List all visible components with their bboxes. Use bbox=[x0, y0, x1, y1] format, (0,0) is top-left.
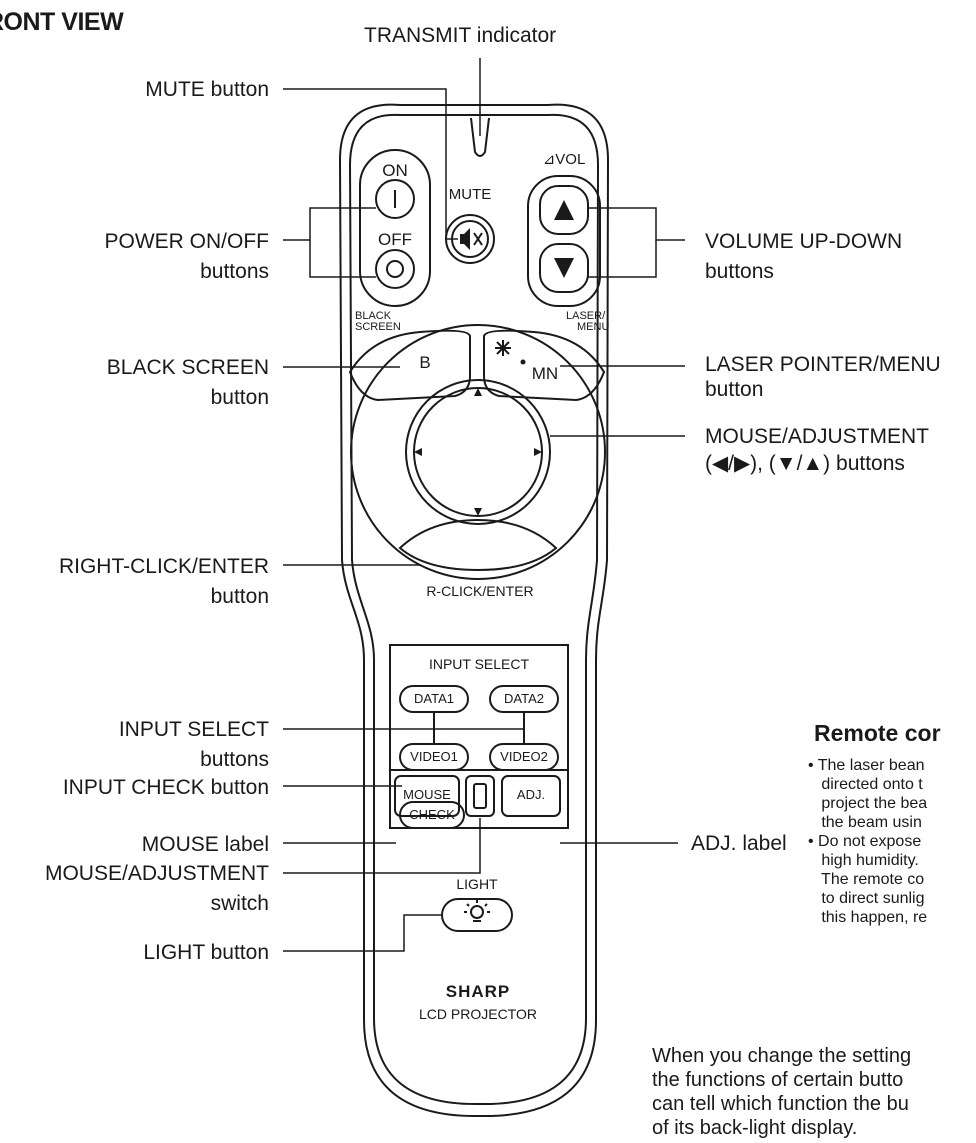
remote-body-inner bbox=[348, 113, 600, 1106]
black-screen-label-1: BLACK bbox=[355, 310, 392, 322]
label-light: LIGHT button bbox=[143, 941, 269, 964]
label-rclick-1: RIGHT-CLICK/ENTER bbox=[58, 555, 269, 578]
speaker-muted-icon bbox=[460, 228, 470, 250]
check-button[interactable]: CHECK bbox=[409, 807, 455, 822]
label-rclick-2: button bbox=[210, 585, 269, 608]
off-label: OFF bbox=[378, 230, 412, 249]
label-power-1: POWER ON/OFF bbox=[104, 230, 270, 253]
leader-mute bbox=[283, 88, 458, 240]
mouse-label: MOUSE bbox=[403, 787, 451, 802]
label-mouseadj-2: (◀/▶), (▼/▲) buttons bbox=[705, 452, 905, 475]
volume-down-button bbox=[539, 243, 589, 293]
label-mouse-adj-2: switch bbox=[210, 892, 269, 915]
label-black-1: BLACK SCREEN bbox=[106, 356, 269, 379]
black-screen-button-shape bbox=[348, 329, 471, 402]
footer-text: When you change the setting the function… bbox=[652, 1045, 912, 1139]
remote-notes-heading: Remote cor bbox=[814, 720, 941, 746]
label-mouseadj-1: MOUSE/ADJUSTMENT bbox=[705, 425, 930, 448]
on-label: ON bbox=[382, 161, 408, 180]
label-adj: ADJ. label bbox=[691, 832, 787, 855]
label-transmit: TRANSMIT indicator bbox=[364, 24, 557, 47]
label-power-2: buttons bbox=[200, 260, 269, 283]
black-screen-button[interactable]: B bbox=[419, 353, 431, 372]
label-mute: MUTE button bbox=[145, 78, 269, 101]
page-title: RONT VIEW bbox=[0, 8, 124, 36]
power-group-frame bbox=[359, 149, 431, 307]
power-on-button bbox=[375, 179, 415, 219]
leader-power bbox=[283, 207, 376, 241]
input-select-title: INPUT SELECT bbox=[428, 656, 530, 672]
label-input-select-1: INPUT SELECT bbox=[118, 718, 269, 741]
product-label: LCD PROJECTOR bbox=[419, 1006, 537, 1022]
leader-volume bbox=[588, 207, 685, 241]
label-laser-1: LASER POINTER/MENU bbox=[705, 353, 941, 376]
sharp-logo: SHARP bbox=[445, 982, 511, 1001]
data1-button[interactable]: DATA1 bbox=[414, 691, 454, 706]
remote-body-outline bbox=[338, 103, 610, 1118]
laser-menu-label-1: LASER/ bbox=[566, 310, 606, 322]
video1-button[interactable]: VIDEO1 bbox=[410, 749, 458, 764]
label-laser-2: button bbox=[705, 378, 764, 401]
label-black-2: button bbox=[210, 386, 269, 409]
label-input-check: INPUT CHECK button bbox=[62, 776, 269, 799]
video2-button[interactable]: VIDEO2 bbox=[500, 749, 548, 764]
adj-label: ADJ. bbox=[516, 787, 546, 802]
leader-light bbox=[283, 914, 443, 952]
vol-label: ⊿VOL bbox=[542, 151, 586, 168]
mouse-adj-center-button bbox=[405, 379, 551, 525]
direction-ring bbox=[350, 324, 606, 580]
black-screen-label-2: SCREEN bbox=[355, 321, 401, 333]
laser-star-icon bbox=[495, 340, 511, 356]
laser-menu-button[interactable]: MN bbox=[531, 364, 559, 383]
volume-up-button bbox=[539, 185, 589, 235]
laser-menu-label-2: MENU bbox=[577, 321, 610, 333]
label-mouse: MOUSE label bbox=[141, 833, 269, 856]
light-label: LIGHT bbox=[456, 876, 498, 892]
label-input-select-2: buttons bbox=[200, 748, 269, 771]
volume-group-frame bbox=[527, 175, 601, 307]
light-button bbox=[441, 898, 513, 932]
label-mouse-adj-1: MOUSE/ADJUSTMENT bbox=[44, 862, 269, 885]
label-volume-2: buttons bbox=[705, 260, 774, 283]
mute-label: MUTE bbox=[448, 186, 492, 203]
triangle-down-icon bbox=[554, 258, 574, 278]
power-ring-icon bbox=[386, 260, 404, 278]
remote-notes-body: • The laser bean directed onto t project… bbox=[808, 757, 928, 926]
enter-button-shape bbox=[398, 518, 558, 572]
data2-button[interactable]: DATA2 bbox=[504, 691, 544, 706]
label-volume-1: VOLUME UP-DOWN bbox=[705, 230, 903, 253]
r-click-enter-label: R-CLICK/ENTER bbox=[426, 583, 534, 599]
laser-menu-button-shape bbox=[483, 329, 606, 402]
transmit-indicator bbox=[470, 117, 490, 157]
leader-mouse-switch bbox=[283, 818, 481, 874]
triangle-up-icon bbox=[554, 200, 574, 220]
power-off-button bbox=[375, 249, 415, 289]
input-select-panel bbox=[389, 644, 569, 829]
